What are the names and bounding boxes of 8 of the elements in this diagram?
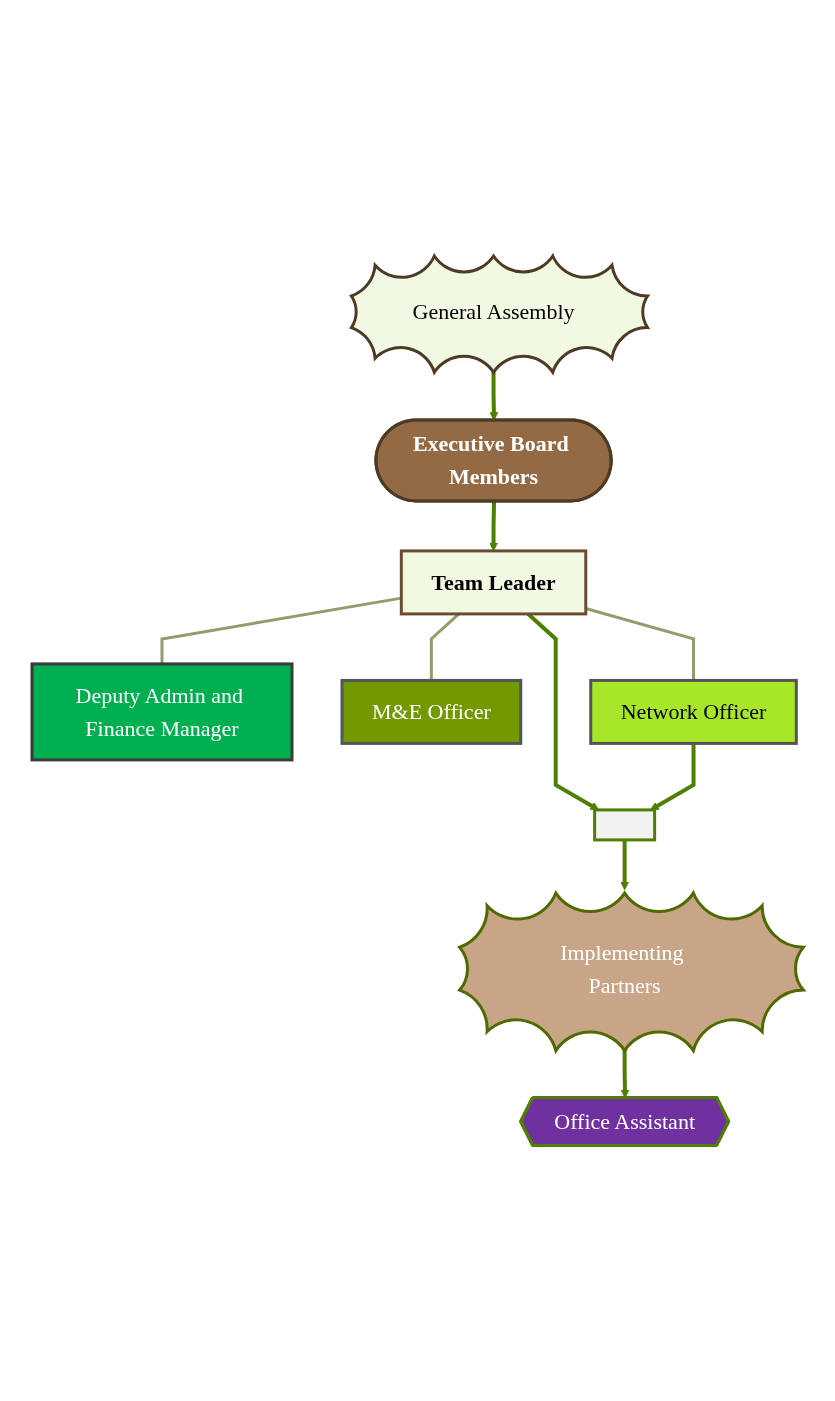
node-box: Network Officer (589, 678, 798, 745)
connector (585, 606, 695, 681)
arrow (620, 839, 629, 891)
node-box: M&E Officer (340, 678, 523, 745)
connector (160, 596, 402, 664)
node-box: Deputy Admin and Finance Manager (30, 662, 294, 762)
node-bar (592, 808, 656, 842)
node-box: Team Leader (399, 549, 588, 616)
